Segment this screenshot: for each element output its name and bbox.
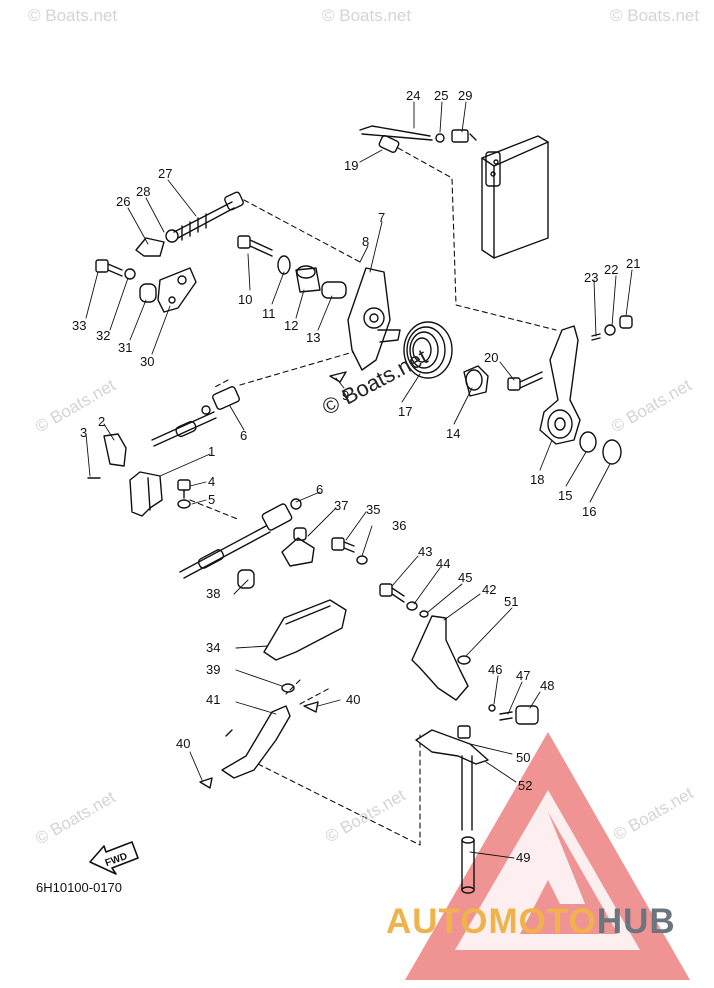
part-label: 46 <box>488 662 502 677</box>
part-label: 37 <box>334 498 348 513</box>
part-label: 15 <box>558 488 572 503</box>
brand-logo-text: AUTOMOTOHUB <box>386 902 676 942</box>
part-label: 19 <box>344 158 358 173</box>
part-label: 50 <box>516 750 530 765</box>
part-label: 27 <box>158 166 172 181</box>
part-label: 31 <box>118 340 132 355</box>
part-label: 48 <box>540 678 554 693</box>
watermark-text: © Boats.net <box>28 6 118 25</box>
part-label: 3 <box>80 425 87 440</box>
part-label: 12 <box>284 318 298 333</box>
part-label: 26 <box>116 194 130 209</box>
part-label: 43 <box>418 544 432 559</box>
ecu-box <box>481 135 549 259</box>
part-label: 16 <box>582 504 596 519</box>
part-label: 42 <box>482 582 496 597</box>
part-label: 52 <box>518 778 532 793</box>
part-label: 5 <box>208 492 215 507</box>
part-label: 6 <box>240 428 247 443</box>
part-label: 45 <box>458 570 472 585</box>
part-label: 8 <box>362 234 369 249</box>
part-label: 14 <box>446 426 460 441</box>
part-label: 1 <box>208 444 215 459</box>
part-label: 21 <box>626 256 640 271</box>
brand-part2: HUB <box>596 902 676 941</box>
part-label: 22 <box>604 262 618 277</box>
part-label: 25 <box>434 88 448 103</box>
part-label: 11 <box>262 306 276 321</box>
part-label: 20 <box>484 350 498 365</box>
part-label: 38 <box>206 586 220 601</box>
part-label: 30 <box>140 354 154 369</box>
part-label: 49 <box>516 850 530 865</box>
part-label: 9 <box>342 388 349 403</box>
part-label: 17 <box>398 404 412 419</box>
watermark-text: © Boats.net <box>610 6 700 25</box>
part-label: 24 <box>406 88 420 103</box>
part-label: 36 <box>392 518 406 533</box>
part-label: 47 <box>516 668 530 683</box>
part-label: 44 <box>436 556 450 571</box>
watermark-text: © Boats.net <box>322 6 412 25</box>
part-label: 32 <box>96 328 110 343</box>
brand-part1: AUTOMOTO <box>386 902 597 941</box>
part-label: 34 <box>206 640 220 655</box>
part-label: 41 <box>206 692 220 707</box>
part-label: 7 <box>378 210 385 225</box>
part-label: 6 <box>316 482 323 497</box>
part-label: 10 <box>238 292 252 307</box>
part-label: 35 <box>366 502 380 517</box>
part-label: 40 <box>176 736 190 751</box>
part-label: 33 <box>72 318 86 333</box>
part-label: 13 <box>306 330 320 345</box>
brand-triangle-logo <box>405 732 690 980</box>
part-label: 2 <box>98 414 105 429</box>
fwd-arrow-icon <box>89 841 139 875</box>
diagram-code: 6H10100-0170 <box>36 880 123 895</box>
part-label: 40 <box>346 692 360 707</box>
part-label: 18 <box>530 472 544 487</box>
part-label: 39 <box>206 662 220 677</box>
part-label: 28 <box>136 184 150 199</box>
part-label: 51 <box>504 594 518 609</box>
part-label: 29 <box>458 88 472 103</box>
part-label: 23 <box>584 270 598 285</box>
part-label: 4 <box>208 474 215 489</box>
